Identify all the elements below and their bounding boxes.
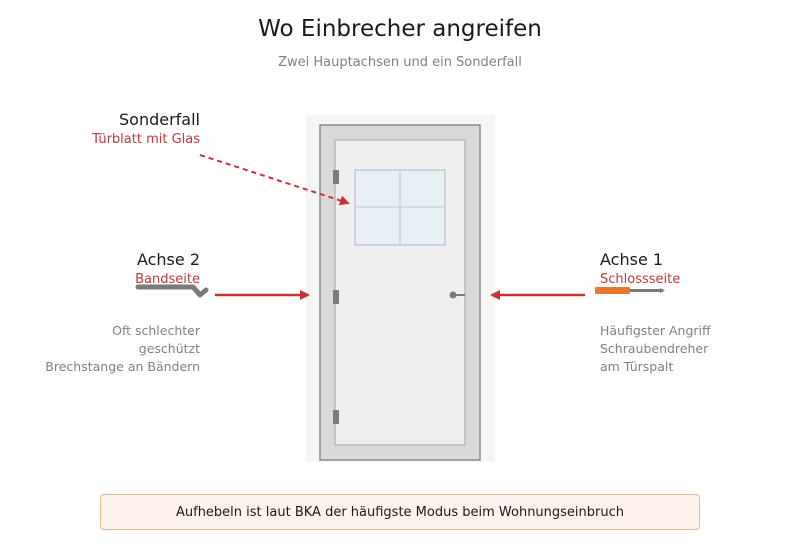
arrow-special-dashed bbox=[199, 154, 350, 206]
footer-text: Aufhebeln ist laut BKA der häufigste Mod… bbox=[175, 504, 625, 520]
hinge-top bbox=[333, 170, 339, 184]
axis2-desc-line: geschützt bbox=[138, 341, 200, 356]
hinge-bottom bbox=[333, 410, 339, 424]
axis2-desc-line: Brechstange an Bändern bbox=[45, 359, 200, 374]
hinge-middle bbox=[333, 290, 339, 304]
axis1-desc-line: Schraubendreher bbox=[600, 341, 709, 356]
axis2-title: Achse 2 bbox=[136, 250, 200, 269]
axis1-desc-line: Häufigster Angriff bbox=[600, 323, 711, 338]
crowbar-icon bbox=[135, 284, 209, 298]
axis2-description: Oft schlechter geschützt Brechstange an … bbox=[45, 322, 200, 376]
special-case-title: Sonderfall bbox=[119, 110, 200, 129]
screwdriver-icon bbox=[595, 287, 665, 294]
door-handle bbox=[449, 291, 465, 299]
axis1-title: Achse 1 bbox=[600, 250, 664, 269]
axis2-subtitle: Bandseite bbox=[135, 272, 200, 287]
axis2-desc-line: Oft schlechter bbox=[112, 323, 200, 338]
axis1-desc-line: am Türspalt bbox=[600, 359, 674, 374]
page-title: Wo Einbrecher angreifen bbox=[258, 16, 542, 42]
glass-window bbox=[354, 169, 446, 246]
footer-note: Aufhebeln ist laut BKA der häufigste Mod… bbox=[100, 494, 700, 530]
axis1-subtitle: Schlossseite bbox=[600, 272, 681, 287]
axis1-description: Häufigster Angriff Schraubendreher am Tü… bbox=[600, 322, 711, 376]
page-subtitle: Zwei Hauptachsen und ein Sonderfall bbox=[278, 55, 522, 70]
special-case-subtitle: Türblatt mit Glas bbox=[92, 132, 200, 147]
